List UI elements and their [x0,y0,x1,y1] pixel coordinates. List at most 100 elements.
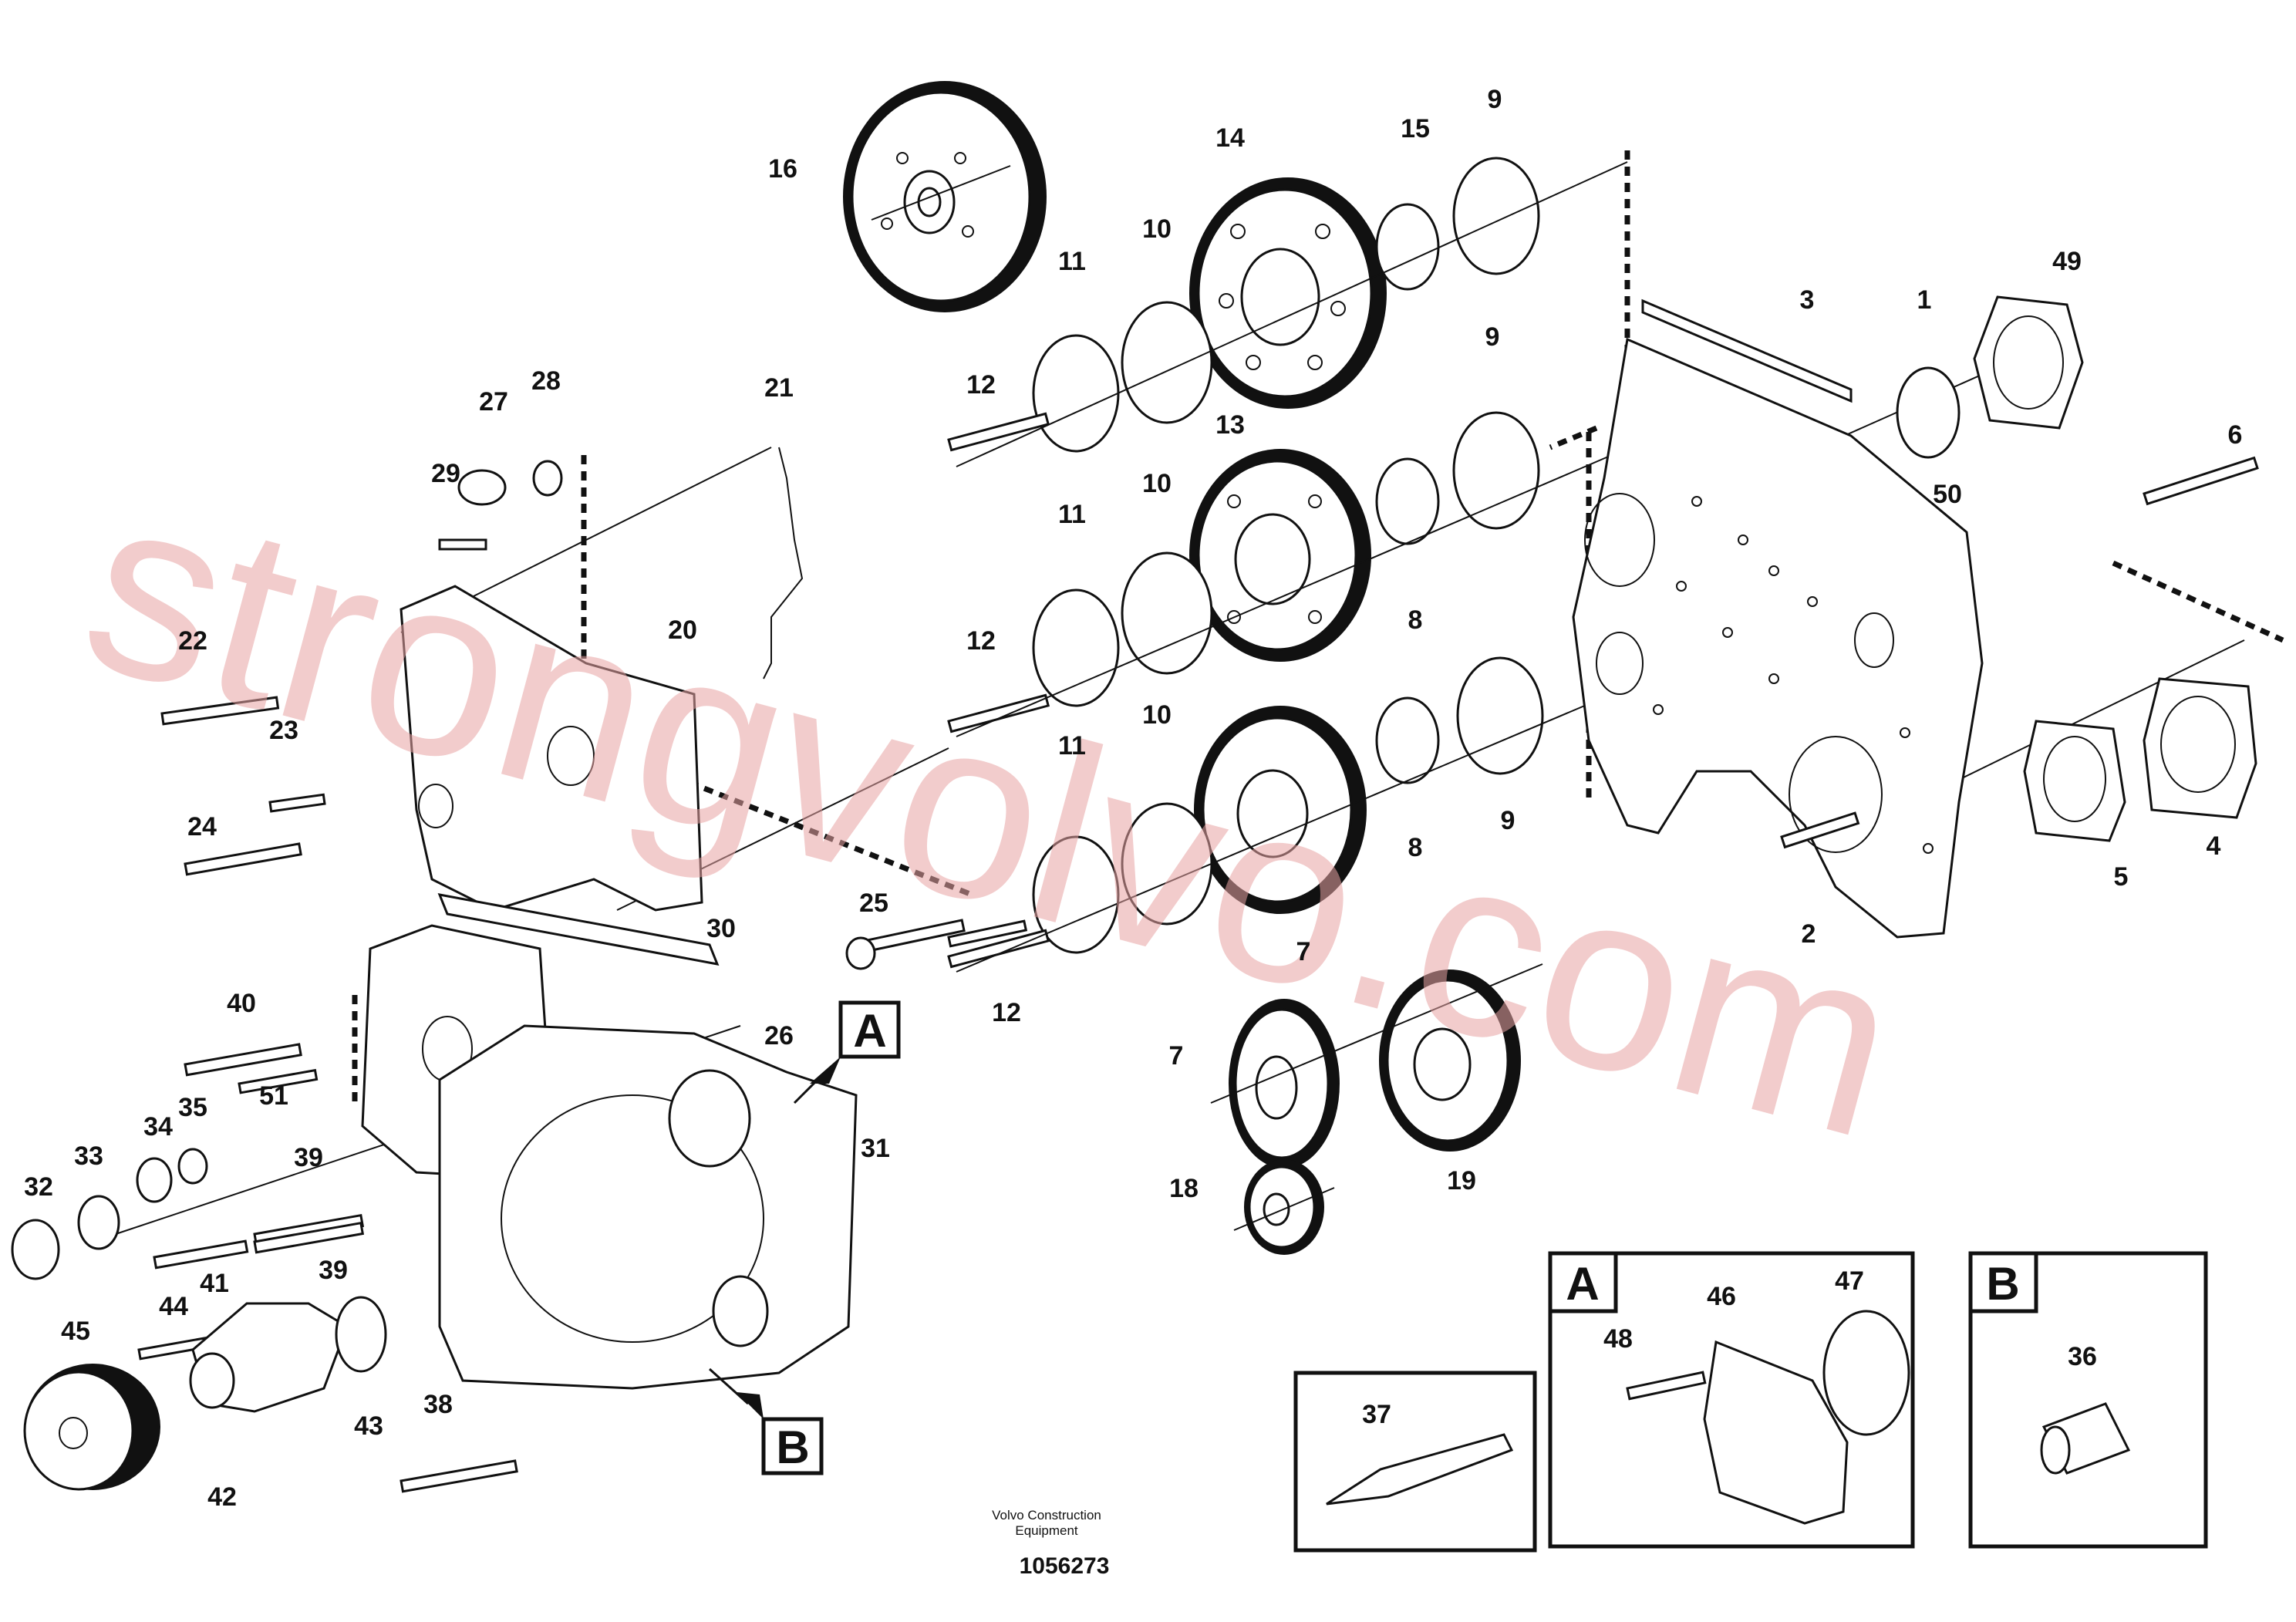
part-label: 27 [479,387,508,416]
gasket-30 [437,893,720,966]
cover-27 [438,460,563,551]
part-label: 49 [2052,247,2082,276]
gear-13 [1189,449,1371,662]
detail-box-b-letter: B [1986,1258,2019,1310]
part-label: 20 [668,615,697,645]
part-label: 28 [531,366,561,396]
front-cover-31 [438,1024,858,1390]
part-label: 1 [1917,285,1932,315]
plugs-seals [11,936,876,1280]
part-label: 18 [1169,1174,1199,1203]
detail-box-a-letter: A [1566,1258,1599,1310]
part-label: 39 [319,1256,348,1285]
part-label: 11 [1058,500,1086,529]
part-label: 43 [354,1411,383,1441]
bolts-12 [947,412,1050,969]
part-label: 34 [143,1112,173,1141]
part-label: 9 [1501,806,1515,835]
part-label: 37 [1362,1400,1391,1429]
part-label: 14 [1215,123,1245,153]
part-label: 44 [159,1292,188,1321]
part-label: 19 [1447,1166,1476,1195]
part-label: 7 [1296,937,1311,966]
part-label: 33 [74,1141,103,1171]
timing-plate-1 [1572,337,1984,939]
part-label: 8 [1408,605,1423,635]
o-ring-43 [335,1296,387,1373]
part-label: 23 [269,716,298,745]
part-label: 31 [861,1134,890,1163]
part-label: 11 [1058,731,1086,760]
part-label: 12 [966,626,996,656]
bolts-left [137,696,1028,1493]
bolt-2 [1780,811,1860,849]
part-label: 42 [207,1482,237,1512]
part-label: 6 [2228,420,2243,450]
part-label: 13 [1215,410,1245,440]
cover-4 [2143,677,2257,819]
detail-box-37 [1293,1371,1537,1553]
part-label: 30 [706,914,736,943]
part-label: 36 [2068,1342,2097,1371]
part-label: 8 [1408,833,1423,862]
water-pump-42 [189,1302,349,1413]
part-label: 9 [1488,85,1502,114]
part-label: 38 [423,1390,453,1419]
part-label: 4 [2207,831,2221,861]
part-label: 10 [1142,469,1172,498]
detail-box-a [1548,1251,1915,1549]
part-label: 16 [768,154,797,184]
doc-number: 1056273 [1020,1553,1110,1579]
gasket-5 [2023,720,2126,842]
part-label: 48 [1603,1324,1633,1354]
cover-49 [1973,295,2084,430]
part-label: 9 [1485,322,1500,352]
gasket-21 [763,447,804,679]
part-label: 25 [859,889,888,918]
o-ring-50 [1896,366,1961,459]
part-label: 32 [24,1172,53,1202]
part-label: 21 [764,373,794,403]
part-label: 11 [1058,247,1086,276]
part-label: 47 [1835,1266,1864,1296]
part-label: 15 [1401,114,1430,143]
pulley-45 [23,1364,160,1491]
part-label: 22 [178,626,207,656]
part-label: 3 [1800,285,1815,315]
part-label: 26 [764,1021,794,1050]
part-label: 39 [294,1143,323,1172]
callout-b [708,1367,824,1475]
part-label: 46 [1707,1282,1736,1311]
part-label: 5 [2114,862,2129,892]
part-label: 35 [178,1093,207,1122]
gear-19 [1379,969,1521,1152]
part-label: 45 [61,1317,90,1346]
gear-16 [843,81,1047,312]
part-label: 24 [187,812,217,841]
footer: Volvo Construction Equipment 1056273 [992,1508,1109,1579]
part-labels: 1 2 3 4 5 6 7 7 8 8 9 9 9 10 10 10 11 11… [24,85,2242,1512]
part-label: 40 [227,989,256,1018]
part-label: 41 [200,1269,229,1298]
gear-7-upper [1194,706,1367,914]
detail-box-b [1968,1251,2208,1549]
footer-company-line2: Equipment [1015,1523,1078,1538]
part-label: 12 [992,998,1021,1027]
timing-cover-20 [400,585,703,912]
callout-a [793,1000,901,1104]
part-label: 51 [259,1081,288,1111]
rail-3 [1641,298,1853,403]
gear-18 [1244,1159,1324,1255]
gear-7-lower [1229,999,1340,1168]
part-label: 10 [1142,700,1172,730]
part-label: 12 [966,370,996,400]
part-label: 10 [1142,214,1172,244]
part-label: 7 [1169,1041,1184,1071]
gear-14 [1189,177,1387,409]
part-label: 29 [431,459,460,488]
part-label: 50 [1933,480,1962,509]
footer-company-line1: Volvo Construction [992,1508,1101,1523]
callout-b-letter: B [776,1421,809,1473]
bolt-6 [2143,456,2259,506]
